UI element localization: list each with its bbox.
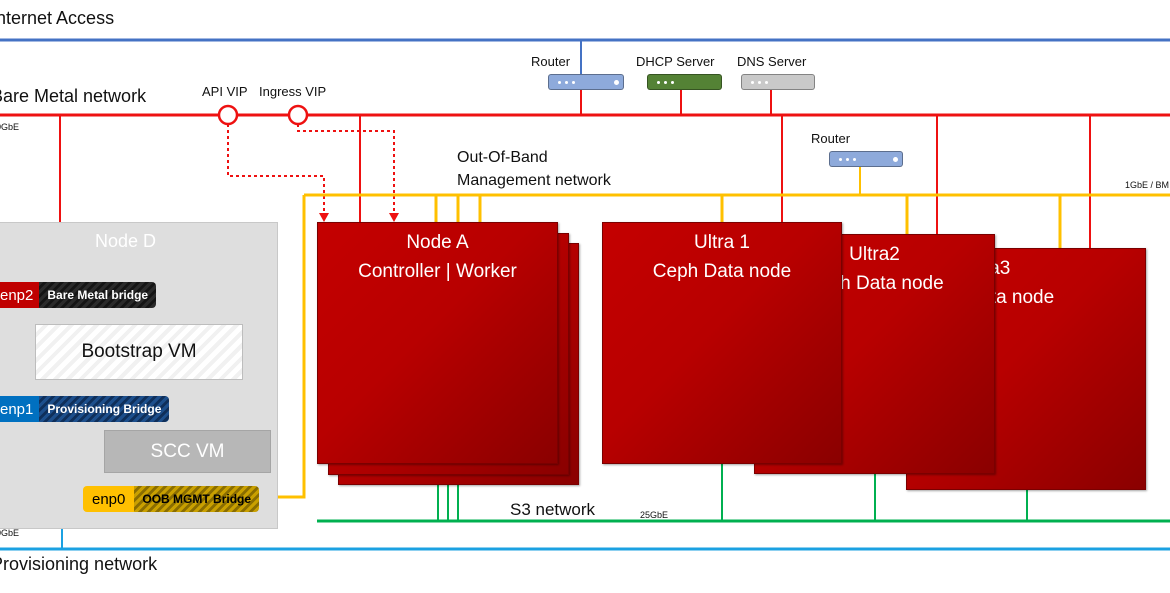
internet-label: Internet Access — [0, 8, 115, 28]
bare-metal-bridge[interactable]: enp2 Bare Metal bridge — [0, 282, 157, 308]
oob-bridge-label: OOB MGMT Bridge — [134, 486, 260, 512]
ultra1-role: Ceph Data node — [652, 261, 792, 282]
bootstrap-vm[interactable]: Bootstrap VM — [35, 324, 243, 380]
dhcp-led-1 — [657, 80, 660, 84]
provisioning-bridge[interactable]: enp1 Provisioning Bridge — [0, 396, 170, 422]
router-icon[interactable] — [548, 74, 624, 90]
oob-router-label: Router — [811, 131, 851, 146]
s3-speed: 25GbE — [640, 510, 669, 520]
router-led-2 — [565, 80, 568, 84]
oob-router-led-1 — [839, 157, 842, 161]
node-a-title: Node A — [406, 232, 469, 253]
server-icon[interactable] — [647, 74, 722, 90]
oob-label-line2: Management network — [457, 172, 611, 189]
dns-led-3 — [765, 80, 768, 84]
oob-router-port — [893, 156, 898, 162]
enp0-tag: enp0 — [83, 486, 135, 512]
dhcp-led-2 — [664, 80, 667, 84]
bootstrap-vm-label: Bootstrap VM — [81, 341, 197, 362]
api-vip-path — [227, 124, 325, 214]
enp1-tag: enp1 — [0, 396, 40, 422]
oob-router-led-3 — [853, 157, 856, 161]
ingress-vip-path — [297, 124, 395, 214]
ingress-vip-label: Ingress VIP — [259, 84, 327, 99]
scc-vm-label: SCC VM — [150, 440, 225, 462]
ultra1-title: Ultra 1 — [694, 232, 750, 253]
ultra1-node[interactable]: Ultra 1 Ceph Data node — [602, 222, 842, 464]
api-vip-label: API VIP — [202, 84, 248, 99]
bare-metal-bridge-label: Bare Metal bridge — [39, 282, 157, 308]
provisioning-label: Provisioning network — [0, 554, 158, 574]
router-led-1 — [558, 80, 561, 84]
node-a[interactable]: Node A Controller | Worker — [317, 222, 558, 464]
router-icon[interactable] — [829, 151, 903, 167]
router-port — [614, 79, 619, 85]
oob-router-led-2 — [846, 157, 849, 161]
dhcp-led-3 — [671, 80, 674, 84]
ultra2-title: Ultra2 — [849, 244, 900, 265]
oob-speed: 1GbE / BM — [1125, 180, 1170, 190]
oob-label-line1: Out-Of-Band — [457, 149, 548, 166]
dns-led-1 — [751, 80, 754, 84]
router-led-3 — [572, 80, 575, 84]
node-a-role: Controller | Worker — [358, 261, 517, 282]
provisioning-speed: 100GbE — [0, 528, 20, 538]
bare-metal-label: Bare Metal network — [0, 86, 147, 106]
provisioning-bridge-label: Provisioning Bridge — [39, 396, 170, 422]
router-label: Router — [531, 54, 571, 69]
enp2-tag: enp2 — [0, 282, 40, 308]
dns-led-2 — [758, 80, 761, 84]
server-icon[interactable] — [741, 74, 815, 90]
oob-to-enp0 — [278, 195, 306, 499]
bare-metal-speed: 10GbE — [0, 122, 20, 132]
node-d-title: Node D — [95, 231, 157, 251]
dns-server-label: DNS Server — [737, 54, 807, 69]
scc-vm[interactable]: SCC VM — [104, 430, 271, 473]
s3-label: S3 network — [510, 500, 596, 519]
dhcp-server-label: DHCP Server — [636, 54, 715, 69]
oob-mgmt-bridge[interactable]: enp0 OOB MGMT Bridge — [83, 486, 260, 512]
